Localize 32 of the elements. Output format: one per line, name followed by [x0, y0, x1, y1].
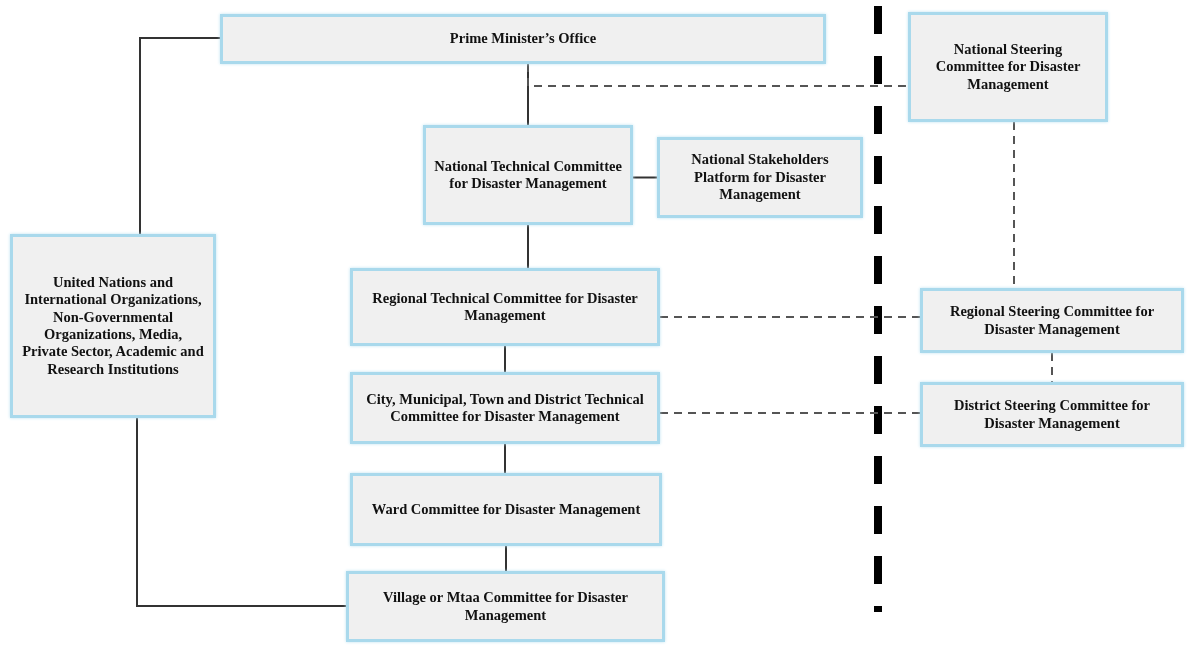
box-label: Regional Steering Committee for Disaster Management [948, 303, 1156, 338]
committee-box [346, 571, 665, 642]
committee-box [350, 268, 660, 346]
connector-line [632, 176, 658, 179]
committee-box [908, 12, 1108, 122]
committee-box [920, 382, 1184, 447]
committee-box [423, 125, 633, 225]
connector-line [139, 37, 221, 235]
box-label: National Technical Committee for Disaster Management [434, 157, 622, 193]
committee-box [350, 473, 662, 546]
committee-box [920, 288, 1184, 353]
box-label: City, Municipal, Town and District Technical Committee for Disaster Management [365, 390, 645, 426]
dashed-connector [659, 316, 921, 318]
connector-line [504, 443, 506, 474]
connector-line [527, 224, 529, 269]
connector-line [505, 545, 507, 572]
box-label: Ward Committee for Disaster Management [371, 500, 641, 519]
committee-box [220, 14, 826, 64]
box-label: Regional Technical Committee for Disaster Management [371, 289, 639, 325]
connector-line [136, 417, 347, 607]
box-label: National Stakeholders Platform for Disaster Management [690, 151, 830, 204]
dashed-connector [659, 412, 921, 414]
committee-box [657, 137, 863, 218]
box-label: United Nations and International Organizations, Non-Governmental Organizations, Media, Private Sector, Academic and Research Institutions [21, 273, 205, 379]
connector-line [504, 345, 506, 373]
dashed-connector [527, 63, 909, 87]
box-label: District Steering Committee for Disaster Management [952, 397, 1152, 432]
box-label: National Steering Committee for Disaster Management [934, 40, 1082, 94]
box-label: Village or Mtaa Committee for Disaster Management [382, 589, 629, 624]
committee-box [10, 234, 216, 418]
box-label: Prime Minister’s Office [449, 30, 597, 48]
committee-box [350, 372, 660, 444]
